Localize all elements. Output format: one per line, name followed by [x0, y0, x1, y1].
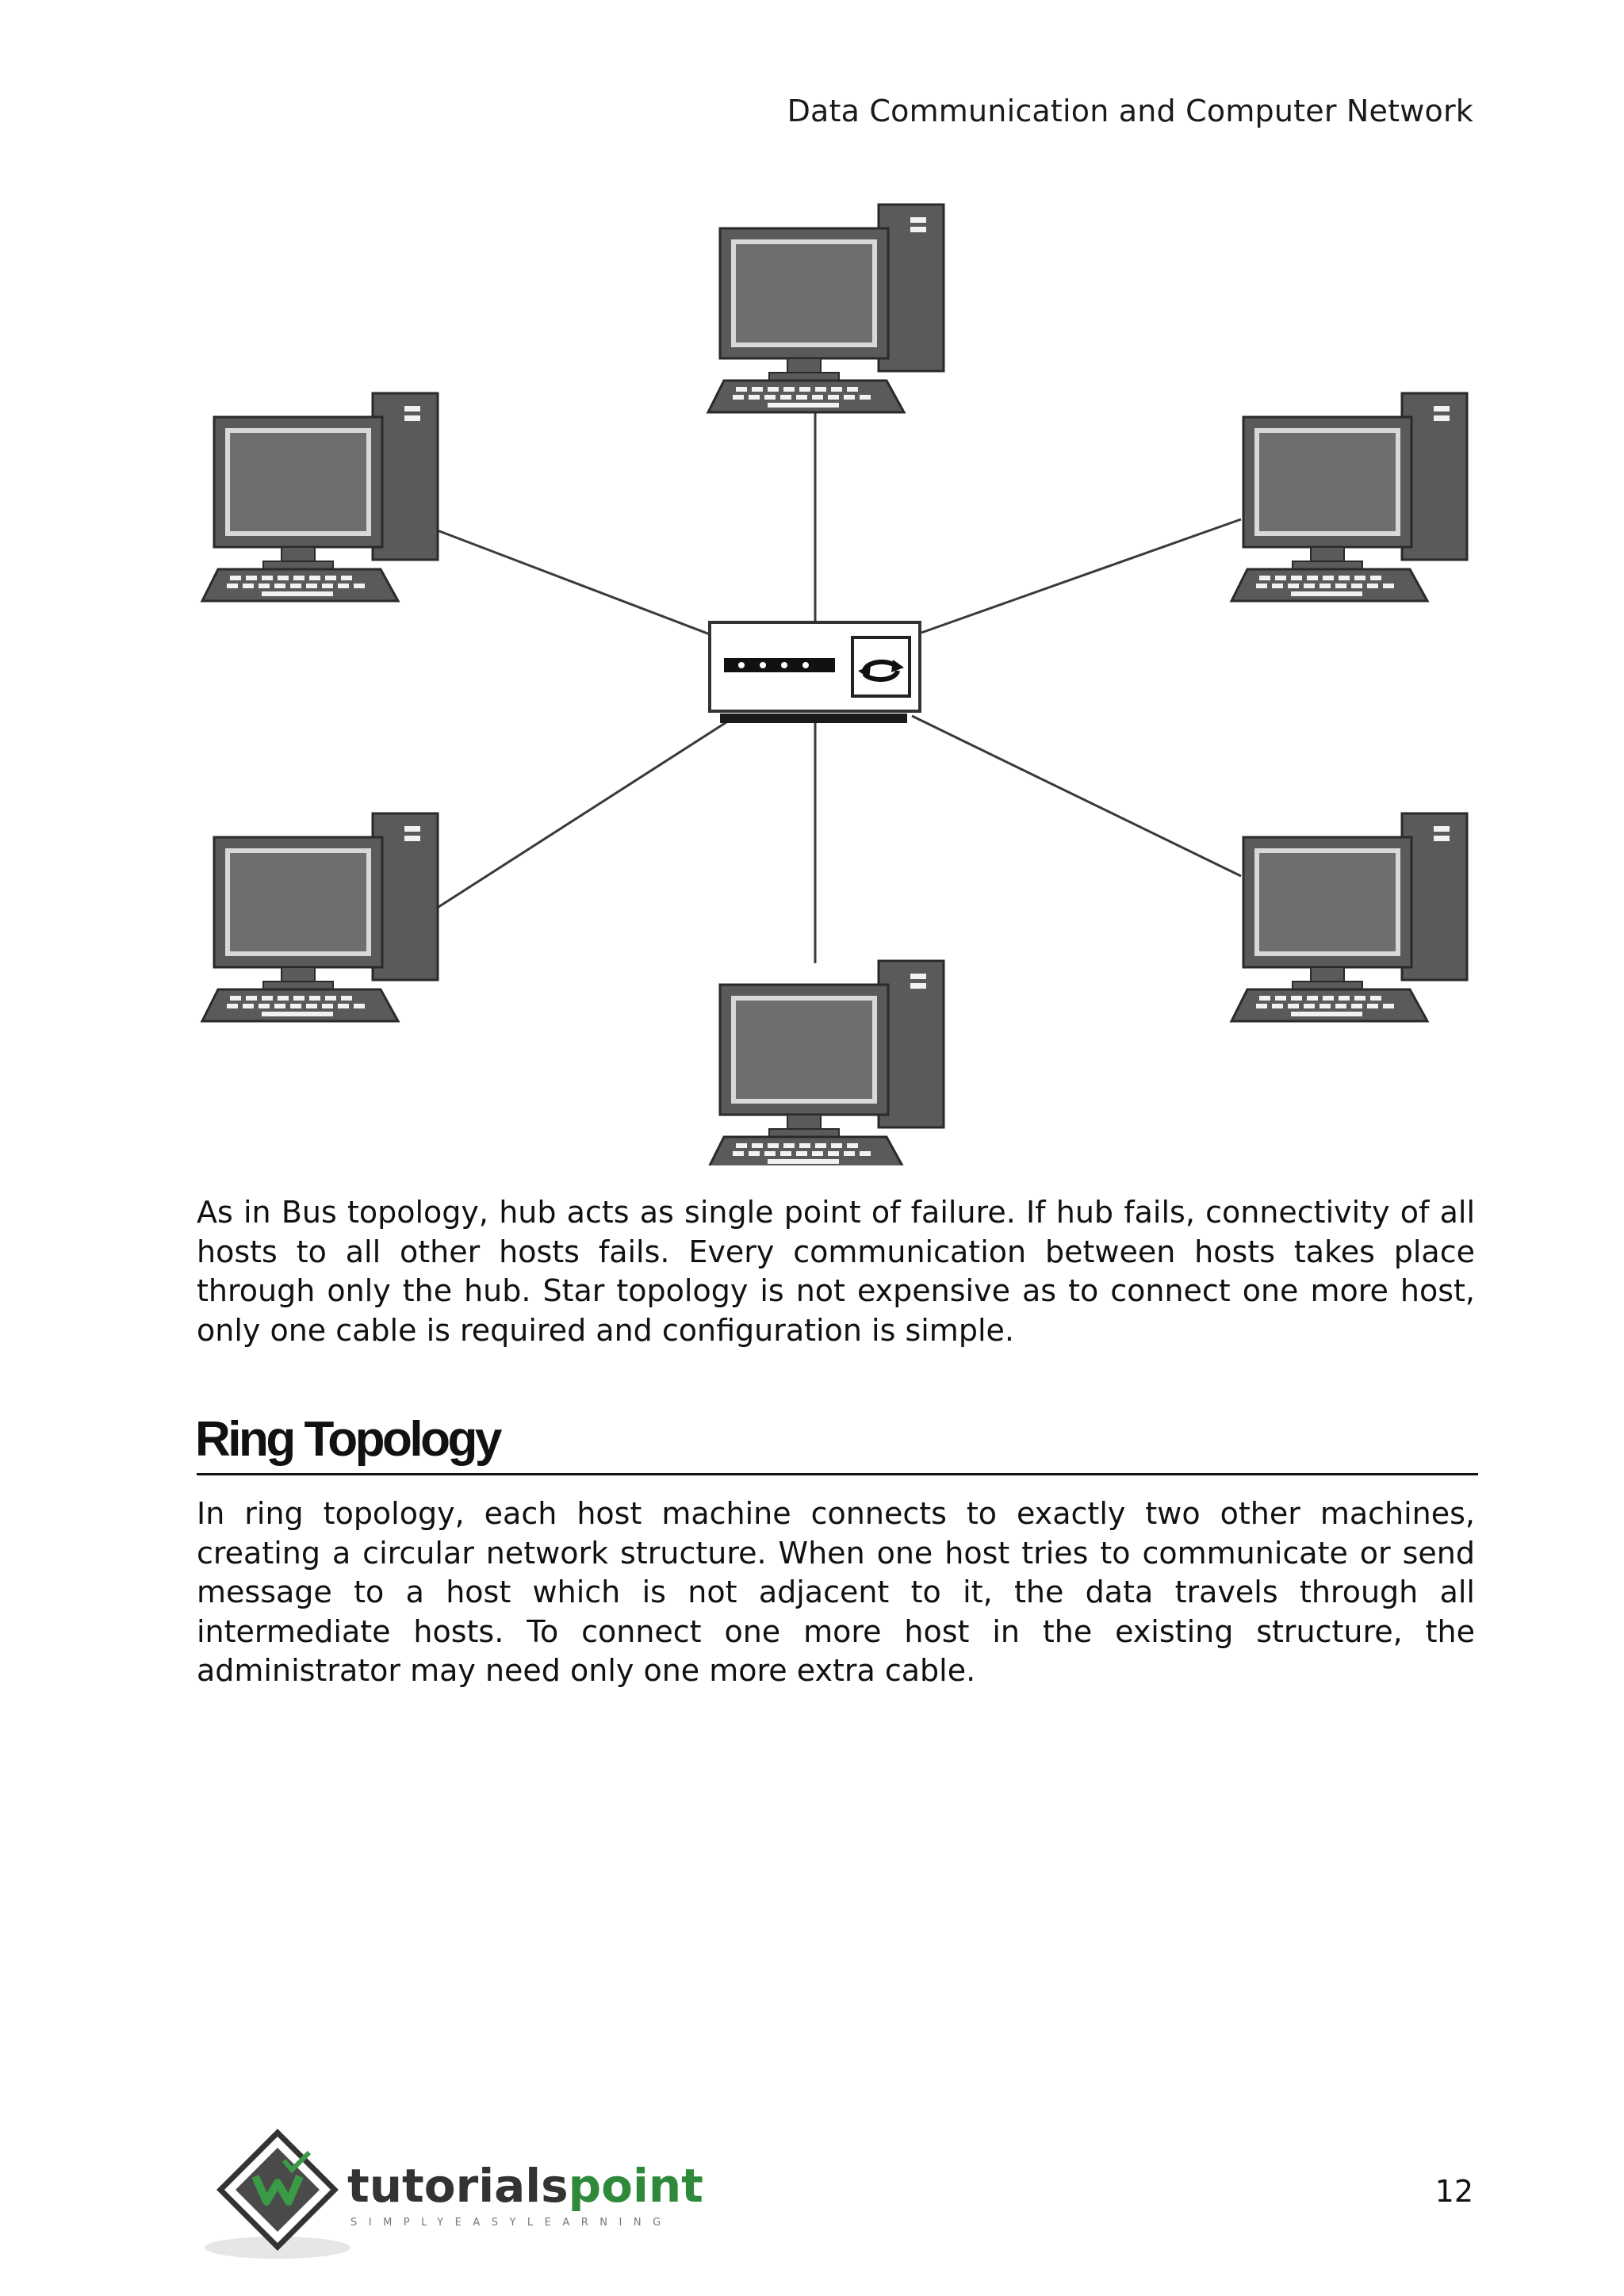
computer-icon	[201, 392, 439, 603]
computer-icon	[707, 203, 945, 414]
tutorialspoint-logo: tutorialspoint SIMPLYEASYLEARNING	[205, 2129, 703, 2259]
running-header: Data Communication and Computer Network	[787, 94, 1473, 128]
section-title: Ring Topology	[195, 1412, 502, 1467]
network-cables	[418, 388, 1242, 963]
computer-icon	[1230, 392, 1469, 603]
star-topology-diagram	[201, 203, 1469, 1165]
paragraph-ring-topology: In ring topology, each host machine conn…	[197, 1496, 1475, 1688]
computer-icon	[707, 959, 945, 1165]
hub-icon	[708, 621, 921, 723]
page-number: 12	[1434, 2174, 1473, 2209]
section-divider	[197, 1473, 1478, 1475]
logo-wordmark: tutorialspoint	[347, 2159, 703, 2213]
computer-icon	[1230, 812, 1469, 1023]
computer-icon	[201, 812, 439, 1023]
paragraph-star-topology: As in Bus topology, hub acts as single p…	[197, 1195, 1475, 1348]
logo-tagline: SIMPLYEASYLEARNING	[350, 2217, 672, 2229]
